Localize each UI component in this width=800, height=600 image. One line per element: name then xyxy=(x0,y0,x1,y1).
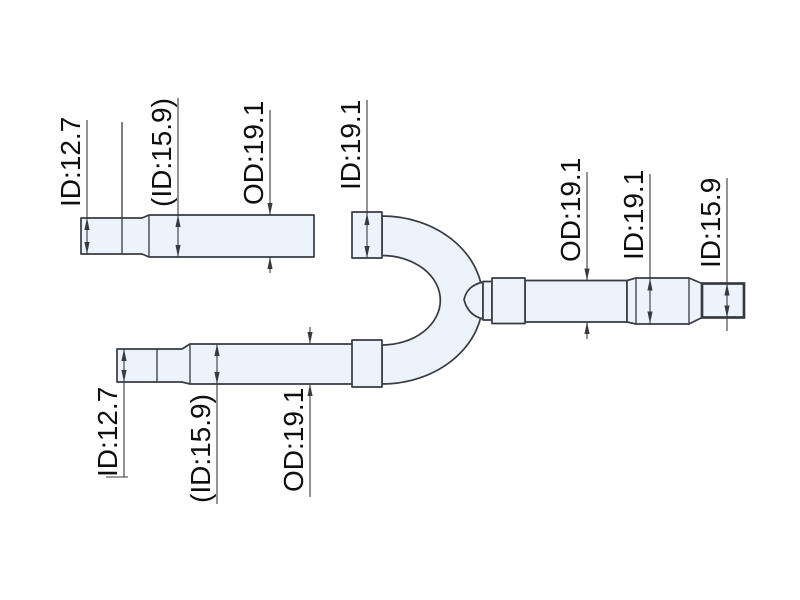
top-tube-body xyxy=(80,214,315,258)
dim-arrow-up xyxy=(267,257,273,269)
dim-arrow-up xyxy=(584,322,590,334)
branch-junction-neck xyxy=(482,280,493,321)
bottom-straight-tube xyxy=(116,343,354,385)
dim-arrow-up xyxy=(724,283,730,296)
dim-label-bend-arm-id: ID:19.1 xyxy=(335,100,366,190)
dim-arrow-down xyxy=(307,332,313,344)
dim-label-top-id-small: ID:12.7 xyxy=(55,117,86,207)
dim-bottom-tube-od: OD:19.1 xyxy=(278,327,313,497)
bottom-arm-collar xyxy=(351,339,383,388)
outlet-collar xyxy=(491,277,526,325)
dim-label-outlet-id-end: ID:15.9 xyxy=(695,178,726,268)
dim-arrow-up xyxy=(175,215,181,227)
dim-arrow-up xyxy=(364,213,370,225)
dim-arrow-down xyxy=(84,242,90,254)
dim-arrow-down xyxy=(121,370,127,382)
outlet-bell xyxy=(626,277,703,325)
dim-outlet-id-bell: ID:19.1 xyxy=(618,170,653,324)
dim-label-top-od: OD:19.1 xyxy=(238,101,269,205)
dim-arrow-up xyxy=(647,278,653,291)
dim-arrow-up xyxy=(307,384,313,396)
dim-label-bottom-od: OD:19.1 xyxy=(278,388,309,492)
dim-label-bottom-id-socket: (ID:15.9) xyxy=(185,394,216,503)
right-outlet-branch xyxy=(491,277,746,325)
dim-arrow-down xyxy=(175,245,181,257)
dim-arrow-up xyxy=(121,349,127,361)
dim-label-outlet-od: OD:19.1 xyxy=(555,158,586,262)
dim-bottom-tube-id-small: ID:12.7 xyxy=(92,349,128,478)
outlet-tube xyxy=(524,279,628,323)
dim-outlet-od: OD:19.1 xyxy=(555,158,590,339)
dim-label-outlet-id-bell: ID:19.1 xyxy=(618,170,649,260)
dim-arrow-down xyxy=(214,372,220,384)
dim-arrow-up xyxy=(214,344,220,356)
dim-arrow-down xyxy=(364,246,370,258)
dim-bottom-tube-id-socket: (ID:15.9) xyxy=(185,344,220,504)
dim-top-tube-od: OD:19.1 xyxy=(238,101,273,273)
dim-label-top-id-socket: (ID:15.9) xyxy=(146,98,177,207)
u-bend xyxy=(351,211,493,388)
dim-outlet-id-end: ID:15.9 xyxy=(695,178,730,331)
top-straight-tube xyxy=(80,122,315,258)
dim-arrow-down xyxy=(267,203,273,215)
outlet-end-tube xyxy=(700,282,746,319)
dim-arrow-down xyxy=(724,305,730,318)
dim-arrow-up xyxy=(84,218,90,230)
dim-arrow-down xyxy=(584,268,590,281)
dim-top-tube-id-socket: (ID:15.9) xyxy=(146,98,181,257)
bottom-tube-body xyxy=(116,343,354,385)
dim-top-tube-id-small: ID:12.7 xyxy=(55,117,90,254)
dim-label-bottom-id-small: ID:12.7 xyxy=(92,387,123,477)
dim-arrow-down xyxy=(647,311,653,324)
u-bend-body xyxy=(381,215,484,385)
dim-bend-arm-id: ID:19.1 xyxy=(335,100,370,258)
